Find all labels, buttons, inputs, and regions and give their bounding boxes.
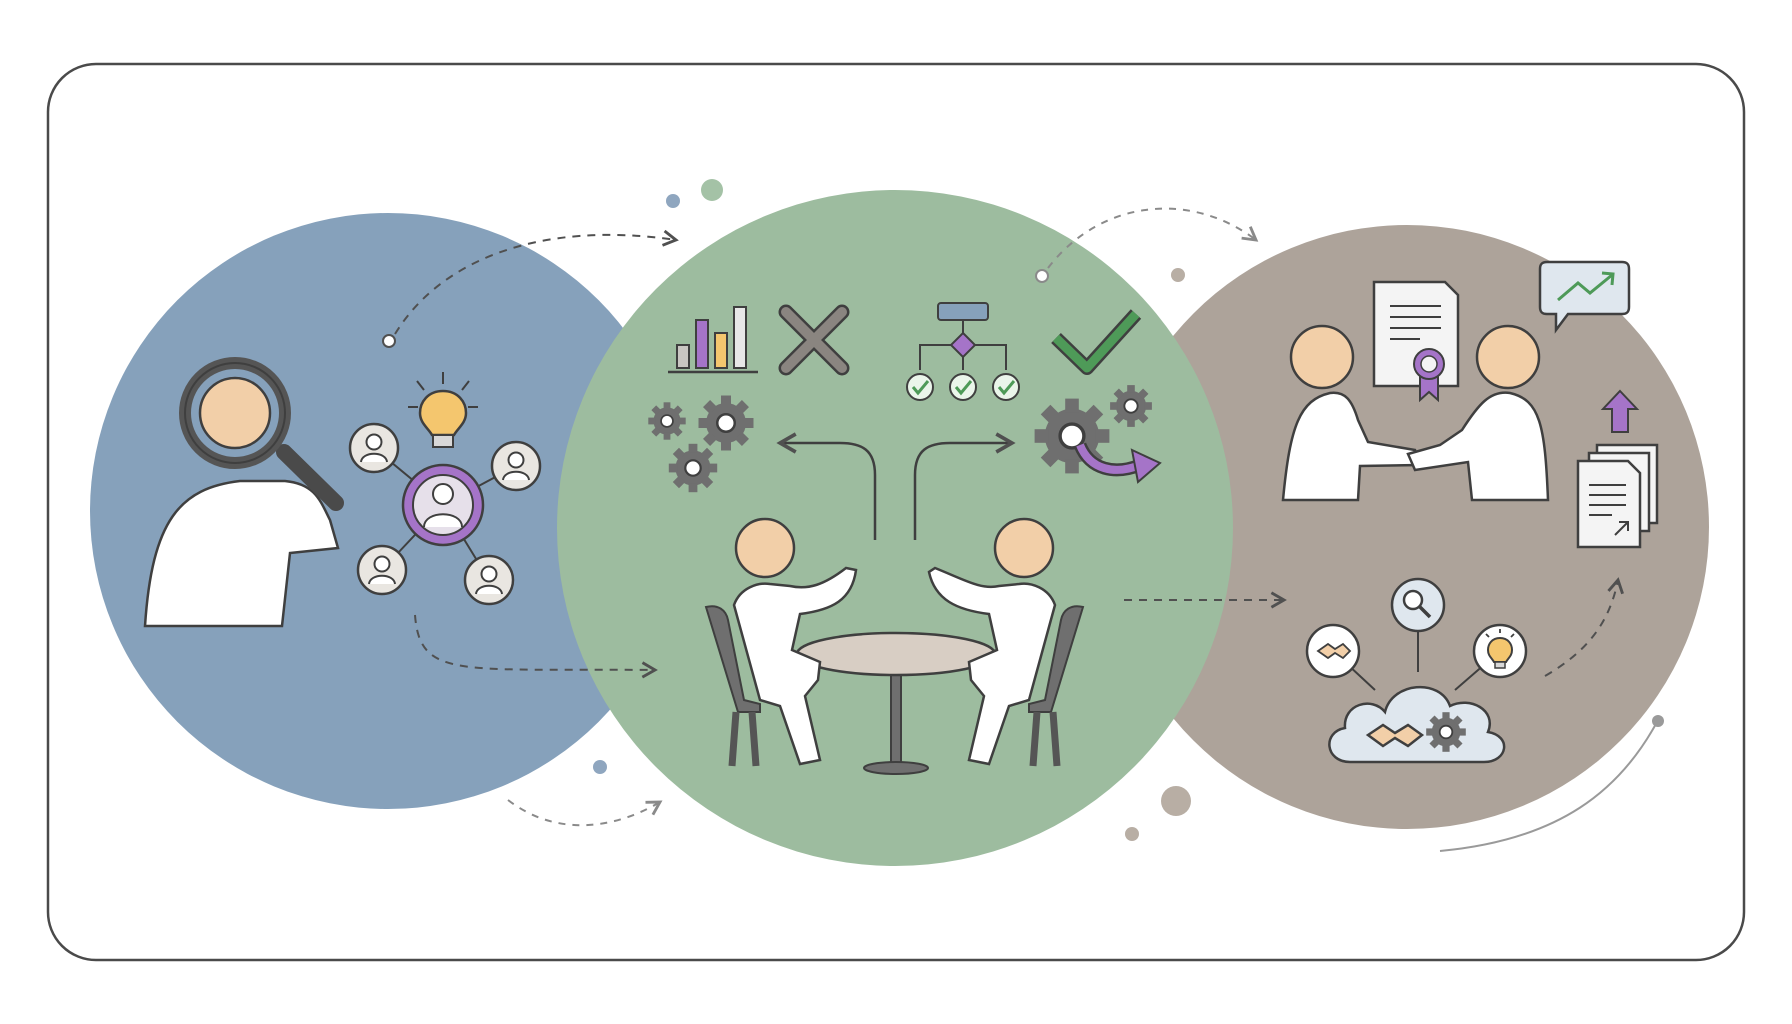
- checkmark-icon: [1051, 309, 1142, 375]
- certificate-icon: [1372, 280, 1460, 403]
- meeting-table-icon: [704, 517, 1085, 775]
- upload-arrow-icon: [1600, 389, 1640, 433]
- lightbulb-icon: [1472, 623, 1528, 679]
- bar-chart-icon: [668, 306, 758, 374]
- documents-icon: [1576, 443, 1659, 549]
- gears-icon: [1032, 384, 1162, 484]
- user-avatar-icon: [348, 422, 400, 474]
- user-avatar-icon: [356, 544, 408, 596]
- stage-partnership-circle: [1105, 225, 1709, 829]
- lightbulb-icon: [408, 372, 478, 448]
- user-avatar-icon: [463, 554, 515, 606]
- handshake-icon: [1281, 324, 1550, 502]
- decorative-dots: [593, 179, 1191, 841]
- decision-arrows: [776, 432, 1016, 540]
- discovery-person-icon: [143, 376, 340, 628]
- search-icon: [1390, 577, 1446, 633]
- magnifier-icon: [179, 357, 344, 511]
- flowchart-icon: [906, 302, 1020, 401]
- highlighted-user-icon: [401, 463, 485, 547]
- cloud-network-icon: [1305, 577, 1528, 764]
- handshake-icon: [1305, 623, 1361, 679]
- user-avatar-icon: [490, 440, 542, 492]
- network-icon: [348, 422, 542, 606]
- handshake-icon: [1365, 723, 1425, 748]
- cross-icon: [778, 304, 850, 376]
- flow-connectors: [382, 207, 1664, 852]
- trend-chat-icon: [1538, 260, 1631, 334]
